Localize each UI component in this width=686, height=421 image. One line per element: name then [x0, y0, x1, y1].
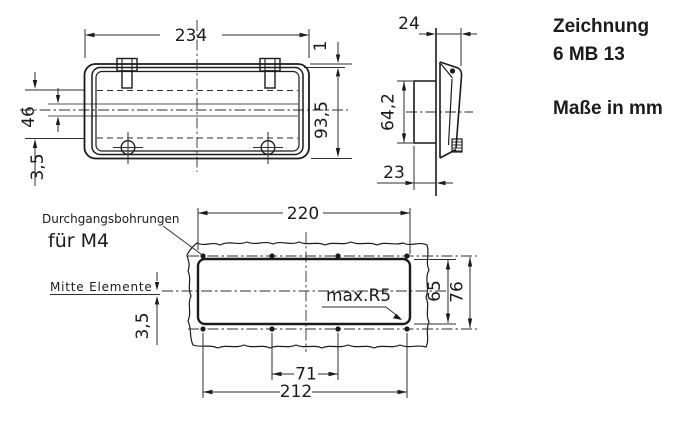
- latch-pin-icon: [449, 68, 456, 74]
- dim-1: 1: [304, 41, 352, 77]
- dim-71-label: 71: [295, 365, 317, 385]
- drawing-title: Zeichnung: [553, 16, 649, 37]
- dim-93-5-label: 93,5: [312, 101, 332, 139]
- dim-46-label: 46: [19, 106, 39, 128]
- dim-76: 76: [448, 257, 473, 328]
- dim-23: 23: [377, 146, 453, 190]
- title-block: Zeichnung 6 MB 13 Maße in mm: [553, 16, 663, 119]
- dim-220-label: 220: [287, 204, 319, 224]
- guide-hole-left: [113, 132, 143, 164]
- hood-outer-outline: [83, 63, 310, 160]
- drawing-number: 6 MB 13: [553, 44, 625, 65]
- dim-212: 212: [202, 333, 408, 402]
- cutout-outline: [196, 257, 412, 326]
- hood-cover-outline: [95, 70, 300, 152]
- dim-3-5-front-label: 3,5: [28, 153, 48, 180]
- dim-24: 24: [398, 14, 477, 66]
- holes-leader-line: [162, 225, 202, 255]
- units-note: Maße in mm: [553, 98, 663, 119]
- guide-hole-right: [253, 132, 283, 164]
- panel-cutout-view: 220 Durchgangsbohrungen für M4 Mitte Ele…: [42, 204, 477, 402]
- dim-3-5-front: 3,5: [25, 138, 84, 186]
- hood-profile: [439, 61, 463, 159]
- dim-76-label: 76: [448, 281, 468, 303]
- dim-93-5: 93,5: [311, 77, 352, 159]
- corner-radius-label: max.R5: [326, 286, 391, 306]
- insert-body: [413, 80, 436, 144]
- dim-71: 71: [271, 333, 339, 385]
- dim-234-label: 234: [175, 26, 207, 46]
- corner-radius-callout: max.R5: [322, 286, 402, 320]
- front-view: 234 1 93,5 46: [19, 20, 352, 186]
- dim-46: 46: [19, 72, 84, 132]
- torn-panel-edge: [186, 241, 430, 349]
- hood-rim-outline: [91, 66, 304, 156]
- dim-234: 234: [84, 26, 310, 58]
- dim-23-label: 23: [383, 163, 405, 183]
- latch-tab-right: [259, 57, 281, 89]
- locking-screw: [451, 138, 463, 153]
- dim-220: 220: [197, 204, 411, 254]
- dim-65-label: 65: [425, 280, 445, 302]
- holes-callout: Durchgangsbohrungen für M4: [42, 212, 202, 255]
- dim-3-5-cutout-label: 3,5: [133, 312, 153, 339]
- latch-tab-left: [116, 57, 138, 89]
- dim-65: 65: [414, 259, 456, 325]
- dim-1-label: 1: [311, 41, 331, 52]
- dim-24-label: 24: [398, 14, 420, 34]
- holes-label-line2: für M4: [48, 230, 109, 252]
- dim-212-label: 212: [280, 382, 312, 402]
- dim-64-2-label: 64,2: [379, 93, 399, 131]
- side-view: 24 64,2 23: [377, 14, 477, 196]
- center-label: Mitte Elemente: [50, 280, 153, 294]
- center-callout: Mitte Elemente 3,5: [50, 272, 160, 345]
- dim-64-2: 64,2: [379, 80, 413, 144]
- mounting-holes: [200, 253, 410, 332]
- holes-label-line1: Durchgangsbohrungen: [42, 212, 179, 226]
